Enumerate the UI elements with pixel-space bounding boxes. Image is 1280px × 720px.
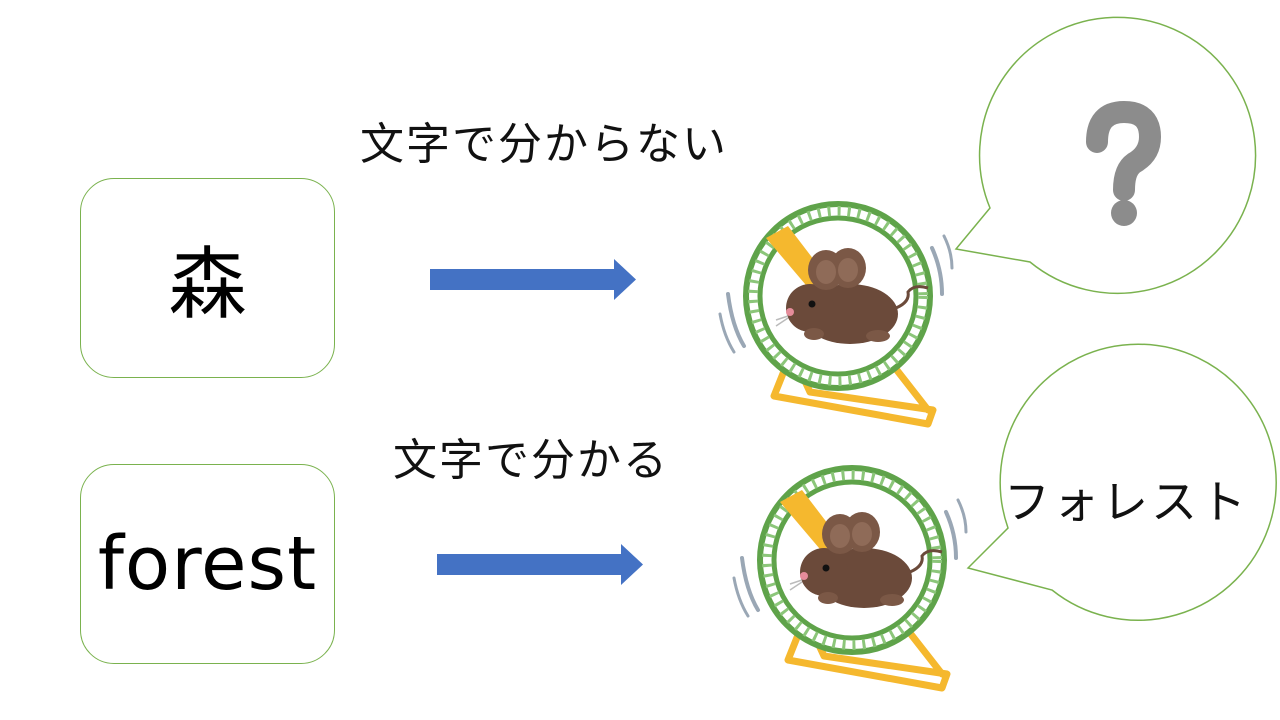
bottom-caption: 文字で分かる xyxy=(393,435,669,486)
bottom-hamster-wheel-illustration xyxy=(734,468,966,688)
english-word: forest xyxy=(97,521,318,607)
kanji-word-box: 森 xyxy=(80,178,335,378)
bottom-speech-bubble xyxy=(966,343,1277,621)
kanji-word: 森 xyxy=(168,240,247,330)
top-caption: 文字で分からない xyxy=(360,119,728,170)
english-word-box: forest xyxy=(80,464,335,664)
bottom-arrow xyxy=(437,544,643,585)
top-speech-bubble xyxy=(954,16,1257,295)
top-hamster-wheel-illustration xyxy=(720,204,952,424)
bottom-bubble-text: フォレスト xyxy=(1004,475,1249,529)
question-mark-icon xyxy=(1086,100,1162,226)
top-arrow xyxy=(430,259,636,300)
